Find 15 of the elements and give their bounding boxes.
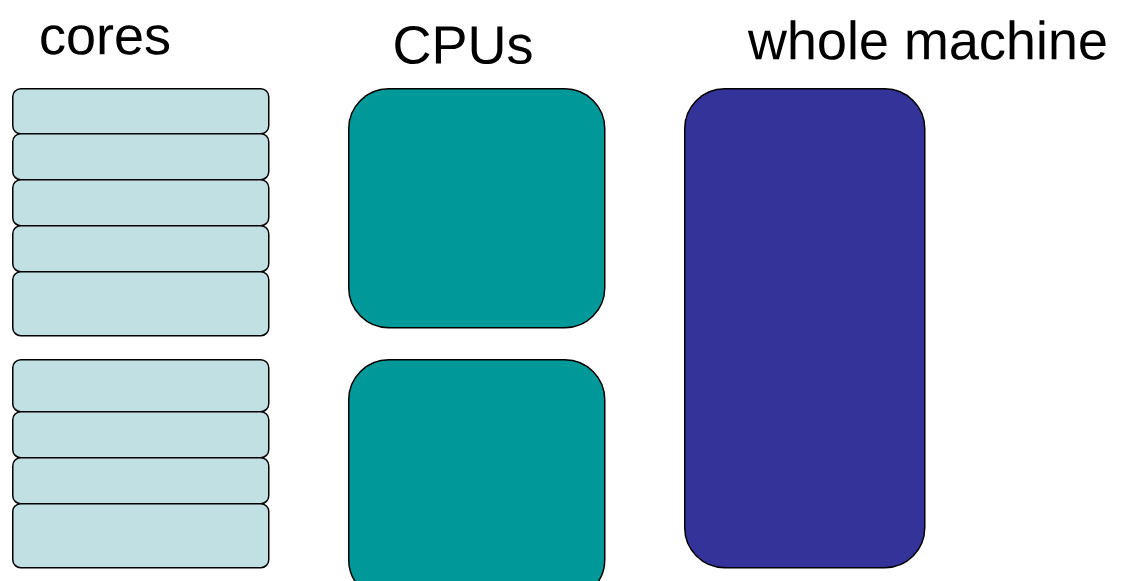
core-bar <box>12 225 270 273</box>
heading: CPUs <box>395 25 532 65</box>
cpu-box <box>348 88 606 329</box>
core-bar <box>12 457 270 505</box>
core-bar <box>12 359 270 413</box>
core-bar <box>12 411 270 459</box>
core-bar <box>12 88 270 135</box>
heading: whole machine <box>747 20 1106 60</box>
heading: cores <box>41 25 170 55</box>
core-bar <box>12 133 270 181</box>
core-bar <box>12 271 270 337</box>
cpu-box <box>348 359 606 581</box>
machine-box <box>684 88 926 569</box>
core-bar <box>12 503 270 569</box>
core-bar <box>12 179 270 227</box>
